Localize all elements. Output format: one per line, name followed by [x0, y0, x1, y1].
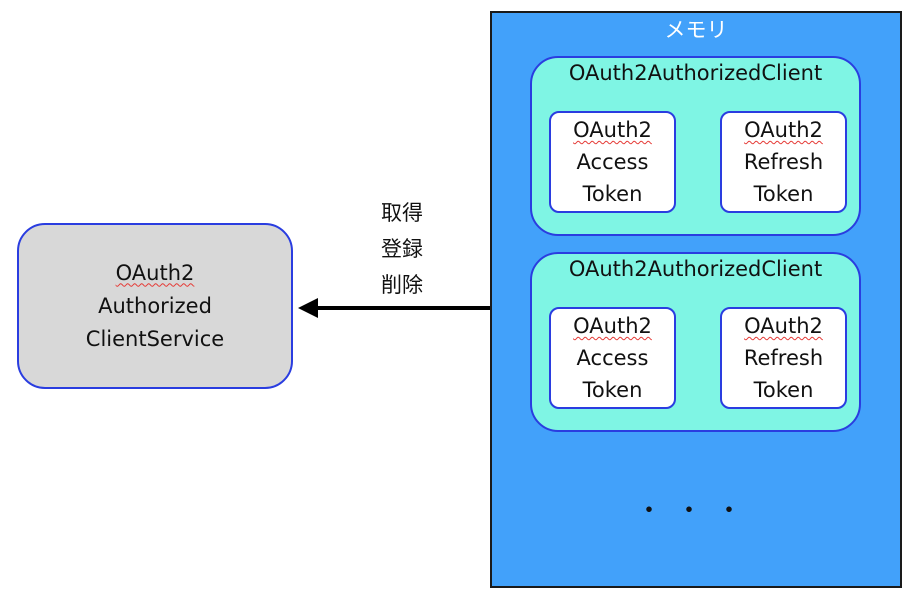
- service-label-line1: OAuth2: [115, 260, 195, 285]
- operation-register: 登録: [381, 237, 423, 261]
- operations-labels: 取得 登録 削除: [362, 195, 442, 303]
- access-token-line3: Token: [582, 378, 643, 402]
- memory-title: メモリ: [664, 18, 728, 42]
- authorized-client-title: OAuth2AuthorizedClient: [568, 61, 823, 85]
- refresh-token-line1: OAuth2: [744, 118, 823, 142]
- authorized-client-title: OAuth2AuthorizedClient: [568, 257, 823, 281]
- operation-delete: 削除: [381, 273, 423, 297]
- operation-get: 取得: [381, 201, 423, 225]
- refresh-token-line1: OAuth2: [744, 314, 823, 338]
- access-token-line1: OAuth2: [573, 314, 652, 338]
- arrow-head-left: [298, 298, 318, 318]
- refresh-token-line3: Token: [753, 378, 814, 402]
- more-clients-ellipsis: ・・・: [635, 496, 756, 526]
- access-token-line2: Access: [576, 150, 649, 174]
- service-label-line2: Authorized: [98, 293, 212, 318]
- access-token-line1: OAuth2: [573, 118, 652, 142]
- access-token-box: OAuth2 Access Token: [549, 307, 676, 409]
- authorized-client-service-box: OAuth2 Authorized ClientService: [17, 223, 293, 389]
- refresh-token-box: OAuth2 Refresh Token: [720, 111, 847, 213]
- refresh-token-line2: Refresh: [743, 150, 824, 174]
- refresh-token-box: OAuth2 Refresh Token: [720, 307, 847, 409]
- access-token-line2: Access: [576, 346, 649, 370]
- access-token-box: OAuth2 Access Token: [549, 111, 676, 213]
- refresh-token-line3: Token: [753, 182, 814, 206]
- access-token-line3: Token: [582, 182, 643, 206]
- refresh-token-line2: Refresh: [743, 346, 824, 370]
- service-label-line3: ClientService: [85, 326, 225, 351]
